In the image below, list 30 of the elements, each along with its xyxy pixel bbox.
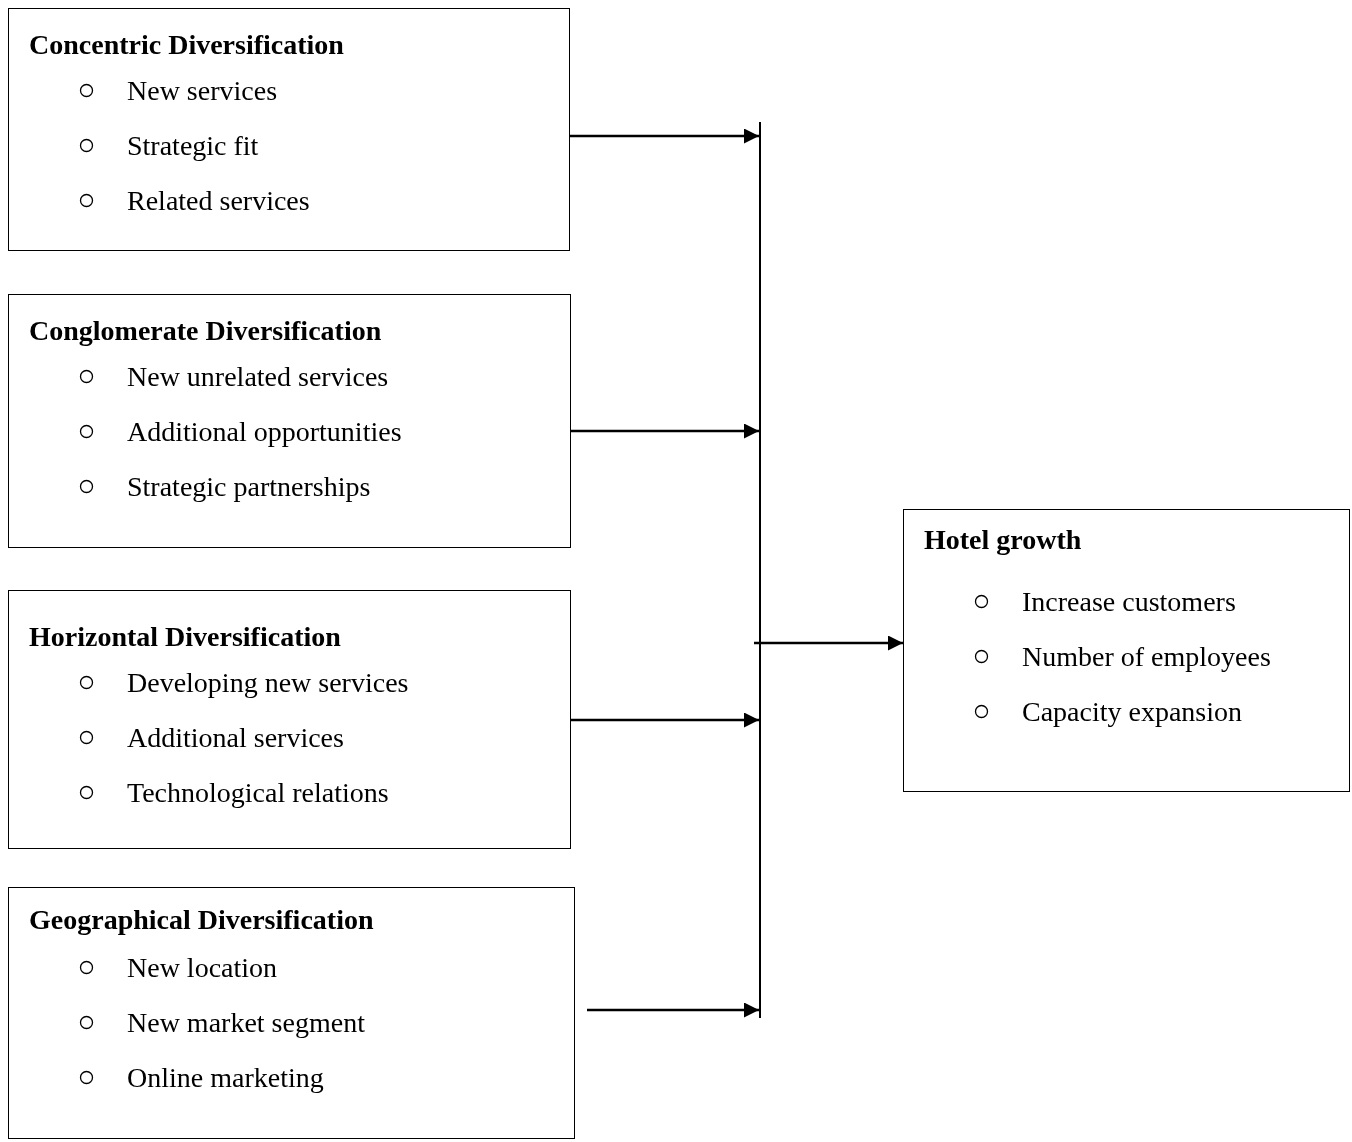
text-box [8, 887, 575, 1139]
list-item: Increase customers [1022, 584, 1236, 619]
arrow [571, 423, 759, 439]
text-box [8, 8, 570, 251]
list-item: Technological relations [127, 775, 389, 810]
list-item: New location [127, 950, 278, 985]
list-item: Strategic partnerships [127, 469, 371, 504]
text-box [8, 294, 571, 548]
list-item: Developing new services [127, 665, 409, 700]
box-heading: Hotel growth [924, 523, 1083, 557]
list-item: Capacity expansion [1022, 694, 1243, 729]
text-box [8, 590, 571, 849]
box-heading: Conglomerate Diversification [29, 314, 383, 348]
arrow [754, 635, 903, 651]
text-box [903, 509, 1350, 792]
box-heading: Horizontal Diversification [29, 620, 342, 654]
arrow [570, 128, 759, 144]
arrow [571, 712, 759, 728]
box-heading: Geographical Diversification [29, 903, 375, 937]
arrow [587, 1002, 759, 1018]
list-item: New unrelated services [127, 359, 389, 394]
list-item: Online marketing [127, 1060, 324, 1095]
list-item: Additional opportunities [127, 414, 402, 449]
list-item: New market segment [127, 1005, 365, 1040]
list-item: Number of employees [1022, 639, 1271, 674]
list-item: New services [127, 73, 278, 108]
list-item: Related services [127, 183, 310, 218]
list-item: Additional services [127, 720, 344, 755]
list-item: Strategic fit [127, 128, 259, 163]
box-heading: Concentric Diversification [29, 28, 345, 62]
